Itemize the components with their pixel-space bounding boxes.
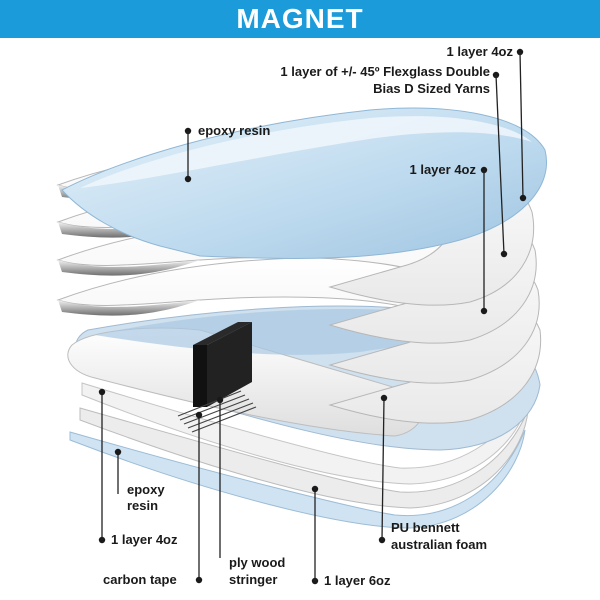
label-flexglass-line2: Bias D Sized Yarns	[373, 81, 490, 96]
label-foam-line2: australian foam	[391, 537, 487, 552]
epoxy-top-highlight	[80, 116, 532, 188]
label-bottom-4oz: 1 layer 4oz	[111, 532, 178, 547]
label-foam-line1: PU bennett	[391, 520, 460, 535]
label-top-4oz: 1 layer 4oz	[447, 44, 514, 59]
label-stringer-line2: stringer	[229, 572, 277, 587]
label-epoxy-bottom-line1: epoxy	[127, 482, 165, 497]
label-epoxy-resin-top: epoxy resin	[198, 123, 270, 138]
header-bar: MAGNET	[0, 0, 600, 38]
label-carbon-tape: carbon tape	[103, 572, 177, 587]
label-epoxy-bottom-line2: resin	[127, 498, 158, 513]
epoxy-top-sheet	[61, 107, 547, 260]
epoxy-top-layer	[61, 107, 547, 260]
label-stringer-line1: ply wood	[229, 555, 285, 570]
label-bottom-6oz: 1 layer 6oz	[324, 573, 391, 588]
diagram-title: MAGNET	[236, 3, 364, 34]
stringer-side	[207, 322, 252, 407]
glass-sheet-4-shadow	[58, 300, 200, 316]
label-flexglass-line1: 1 layer of +/- 45º Flexglass Double	[280, 64, 490, 79]
stringer-top	[193, 322, 252, 345]
glass-sheet-3-shadow	[58, 260, 200, 276]
labels: 1 layer 4oz 1 layer of +/- 45º Flexglass…	[103, 44, 513, 588]
label-mid-4oz: 1 layer 4oz	[410, 162, 477, 177]
plywood-stringer	[193, 345, 207, 407]
layer-bottom-6oz	[69, 429, 526, 529]
leader-lines	[98, 48, 527, 585]
